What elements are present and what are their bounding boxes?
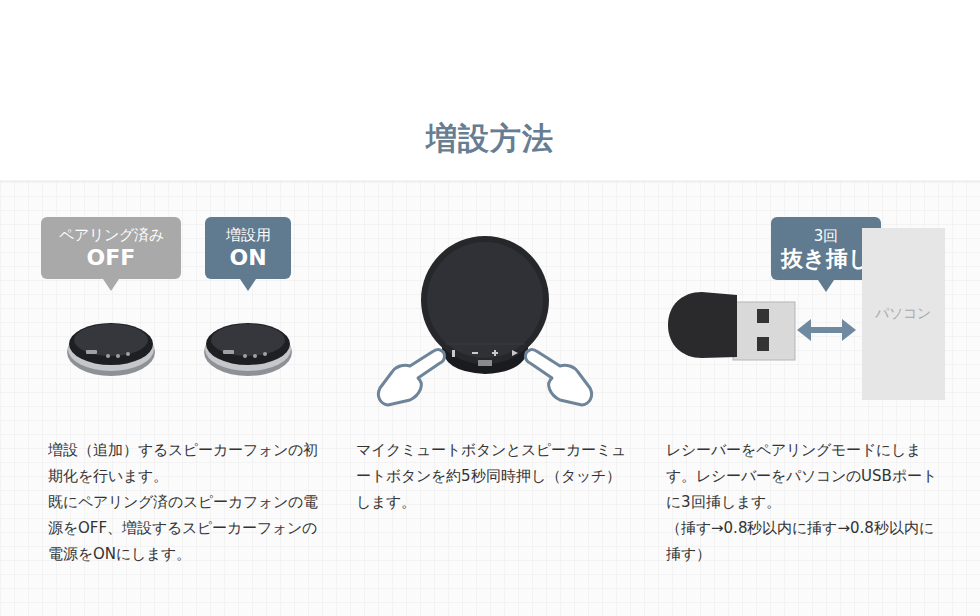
description-text: 増設（追加）するスピーカーフォンの初期化を行います。 (48, 437, 320, 489)
page-title: 増設方法 (0, 118, 980, 160)
description-text: 既にペアリング済のスピーカフォンの電源をOFF、増設するスピーカーフォンの電源を… (48, 489, 320, 567)
node-heading: パソコン (875, 305, 931, 323)
callout-bubble: 増設用ON (205, 217, 291, 279)
node-heading: ペアリング済み (59, 225, 164, 245)
description-text: マイクミュートボタンとスピーカーミュートボタンを約5秒同時押し（タッチ）します。 (356, 437, 628, 515)
hand-left (378, 350, 444, 405)
bubble-pointer-shape (240, 279, 256, 291)
bubble-pointer (240, 279, 256, 291)
node-value: 抜き挿し (781, 246, 871, 272)
bubble-pointer-shape (103, 279, 119, 291)
node-heading: 増設用 (226, 225, 271, 245)
node-value: OFF (87, 245, 136, 271)
description-text: レシーバーをペアリングモードにします。レシーバーをパソコンのUSBポートに3回挿… (666, 437, 948, 515)
description-text: （挿す→0.8秒以内に挿す→0.8秒以内に挿す） (666, 515, 948, 567)
speakerphone-side (204, 323, 292, 376)
callout-bubble: ペアリング済みOFF (41, 217, 181, 279)
bubble-pointer (818, 280, 834, 292)
pc-box: パソコン (862, 228, 945, 400)
grid-lines (0, 181, 980, 616)
grid-ground (0, 181, 980, 616)
double-arrow (797, 319, 856, 341)
usb-receiver (668, 292, 795, 360)
bubble-pointer-shape (818, 280, 834, 292)
grid-top-border (0, 181, 980, 182)
node-heading: 3回 (814, 226, 839, 246)
node-value: ON (229, 245, 266, 271)
hand-right (526, 350, 592, 405)
speakerphone-side (67, 323, 155, 376)
bubble-pointer (103, 279, 119, 291)
